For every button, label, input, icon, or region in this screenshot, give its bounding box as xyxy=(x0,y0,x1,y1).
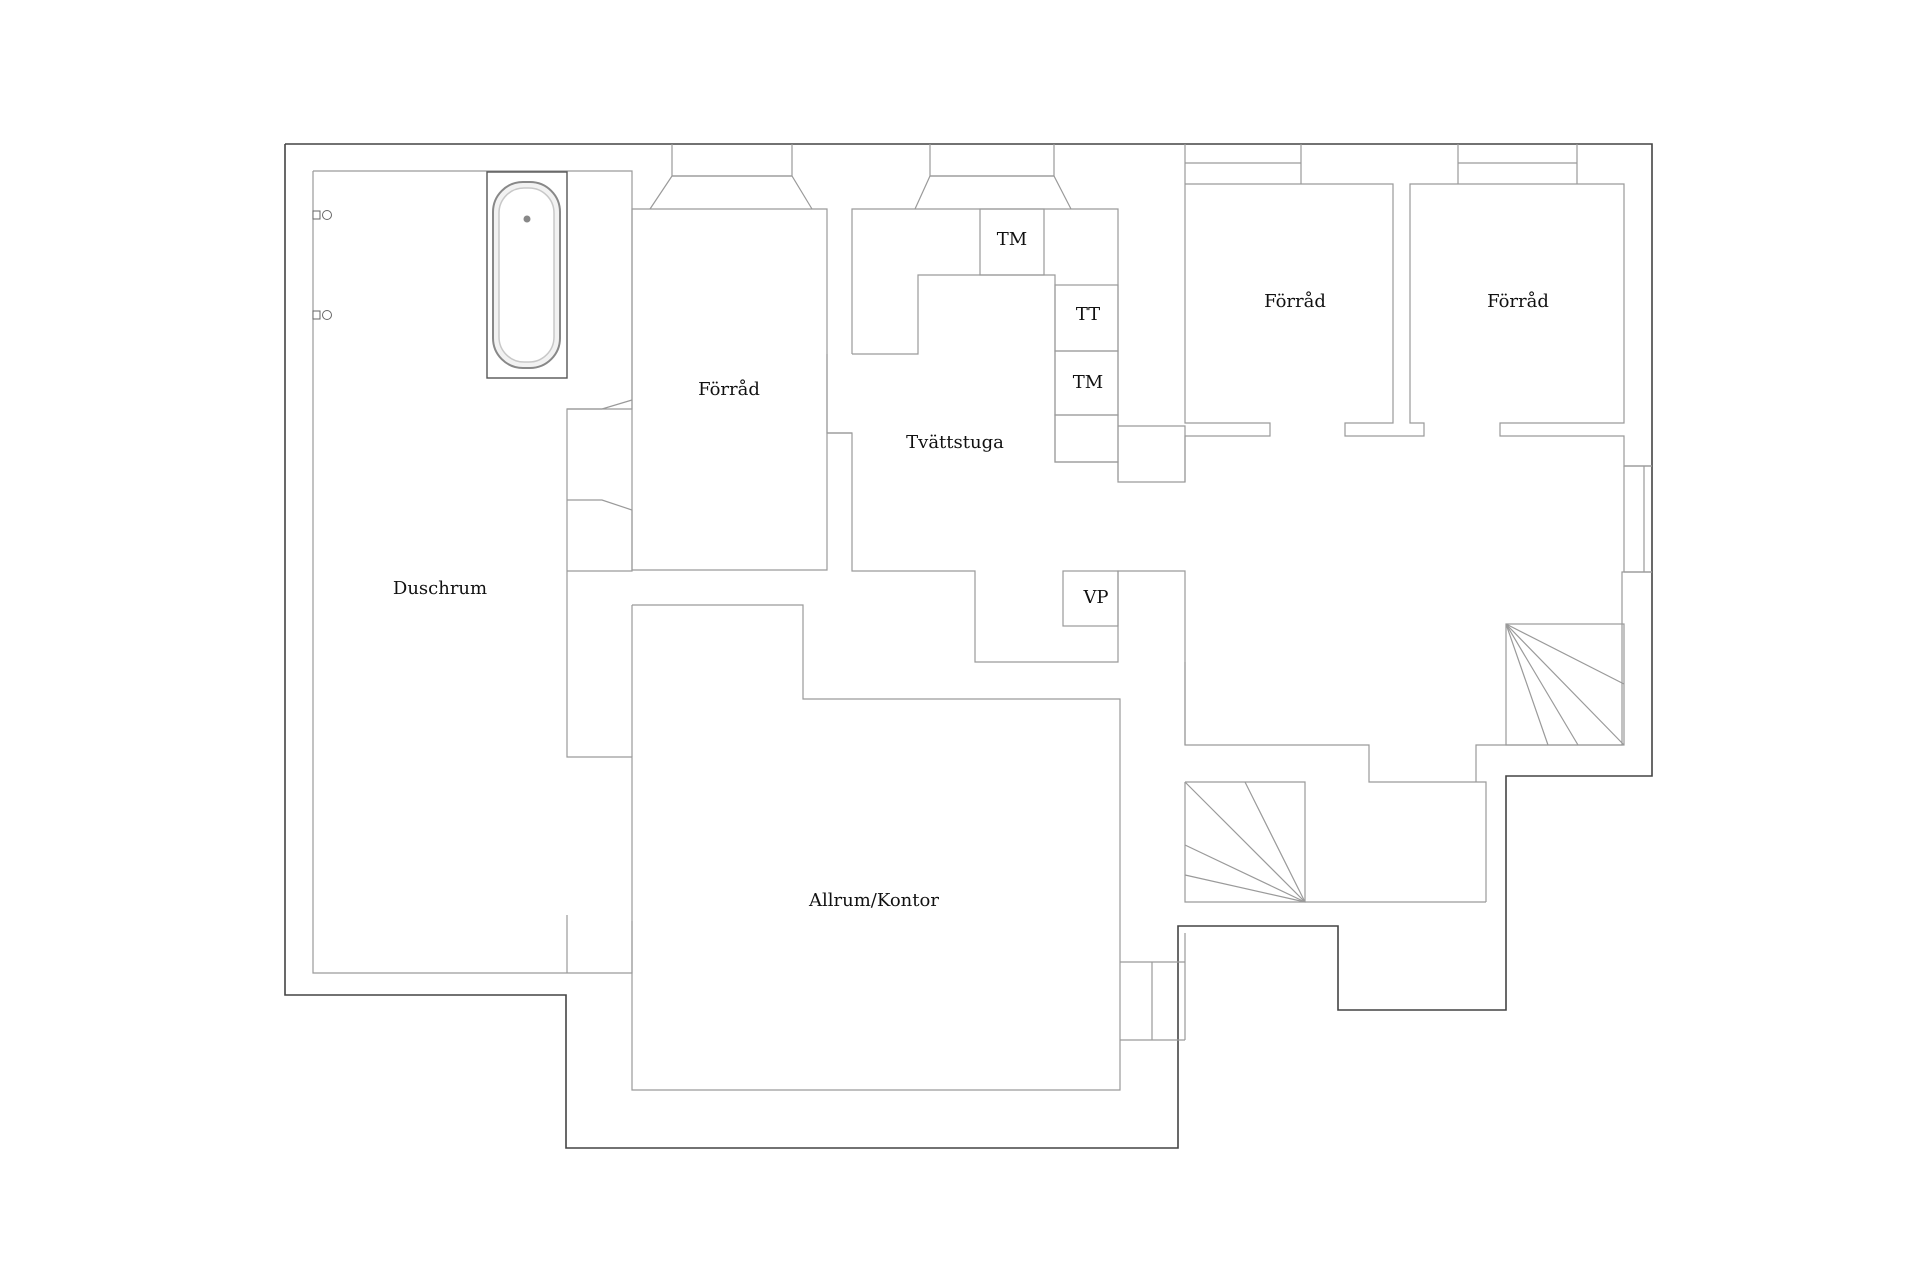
room-label-tvattstuga: Tvättstuga xyxy=(906,432,1004,453)
room-label-forrad-center: Förråd xyxy=(698,378,760,400)
allrum-wall xyxy=(631,604,1121,1091)
outer-wall xyxy=(284,143,1653,1149)
forrad-right1-wall xyxy=(1184,144,1271,482)
appliance-label-tm-top: TM xyxy=(997,229,1027,250)
tm-top-box xyxy=(979,208,1045,276)
appliance-box-lower xyxy=(1054,414,1119,463)
window-bay-left xyxy=(671,144,793,177)
vp-box xyxy=(1062,570,1119,627)
appliance-label-tt: TT xyxy=(1076,304,1100,325)
shower-fixture-icon xyxy=(312,310,332,320)
room-label-allrum-kontor: Allrum/Kontor xyxy=(808,890,939,911)
duschrum-partition-lower xyxy=(567,499,633,572)
window-bay-right xyxy=(929,144,1055,177)
duschrum-wall xyxy=(312,170,633,974)
shower-fixture-icon xyxy=(312,210,332,220)
tvattstuga-inner-step xyxy=(852,274,1186,483)
room-label-forrad-right2: Förråd xyxy=(1487,290,1549,312)
window-bay-left-flare xyxy=(649,175,813,210)
bathtub-icon xyxy=(486,171,568,379)
room-label-duschrum: Duschrum xyxy=(393,578,487,599)
appliance-label-tm-bottom: TM xyxy=(1073,372,1103,393)
appliance-label-vp: VP xyxy=(1082,587,1108,608)
tvattstuga-wall xyxy=(826,354,1652,902)
staircase-right xyxy=(1505,623,1625,746)
forrad-right1-box xyxy=(1185,183,1652,467)
staircase-lower xyxy=(1184,781,1486,903)
room-label-forrad-right1: Förråd xyxy=(1264,290,1326,312)
duschrum-partition-upper xyxy=(567,399,633,410)
bottom-window xyxy=(1120,961,1185,1041)
window-bay-right-flare xyxy=(914,175,1072,210)
